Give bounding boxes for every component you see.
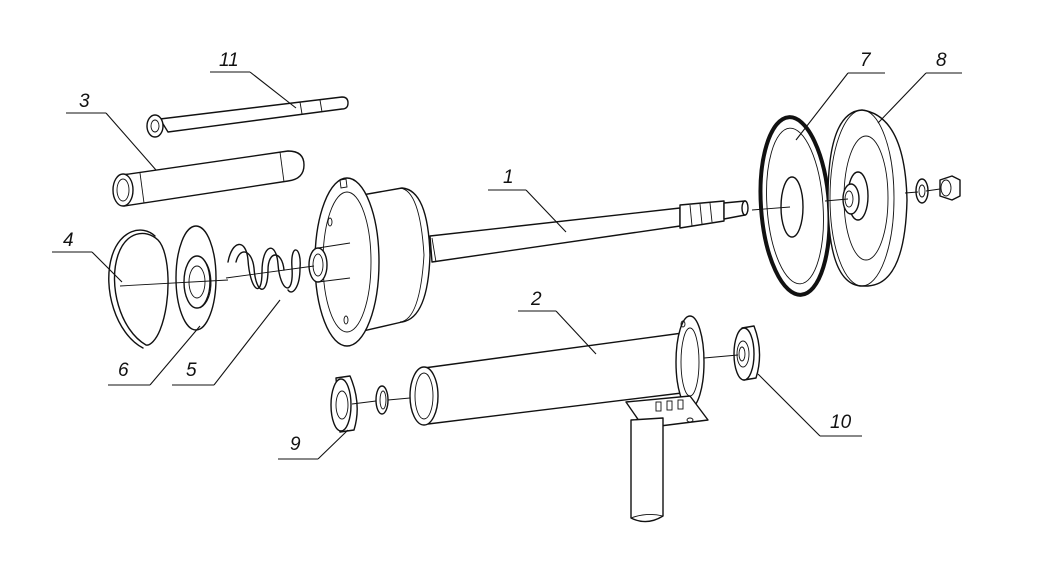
callout-labels: 11 3 4 6 5 1 7 8 2 9 10 [63, 50, 947, 455]
part-8-pulley [827, 109, 908, 287]
centre-lines [119, 188, 941, 405]
part-6-flange-washer [175, 225, 217, 331]
callout-9: 9 [290, 434, 301, 455]
part-7-friction-disc [758, 115, 832, 297]
callout-8: 8 [936, 50, 947, 71]
callout-10: 10 [830, 412, 852, 433]
part-4-retaining-ring [108, 229, 169, 349]
callout-3: 3 [79, 91, 90, 112]
callout-5: 5 [186, 360, 197, 381]
part-3-sleeve [112, 150, 305, 207]
part-2-tube [409, 315, 709, 523]
callout-1: 1 [503, 167, 514, 188]
part-1-hub-shaft [308, 177, 749, 347]
callout-4: 4 [63, 230, 74, 251]
part-5-spring [227, 243, 301, 293]
callout-2: 2 [530, 289, 542, 310]
part-9-bearing [330, 375, 358, 433]
part-11-bolt [146, 96, 349, 138]
leader-lines [52, 71, 962, 460]
washer-and-nut [915, 175, 961, 204]
callout-7: 7 [860, 50, 872, 71]
callout-6: 6 [118, 360, 129, 381]
callout-11: 11 [219, 50, 239, 71]
circlip [375, 385, 389, 415]
part-10-bearing [733, 325, 761, 381]
